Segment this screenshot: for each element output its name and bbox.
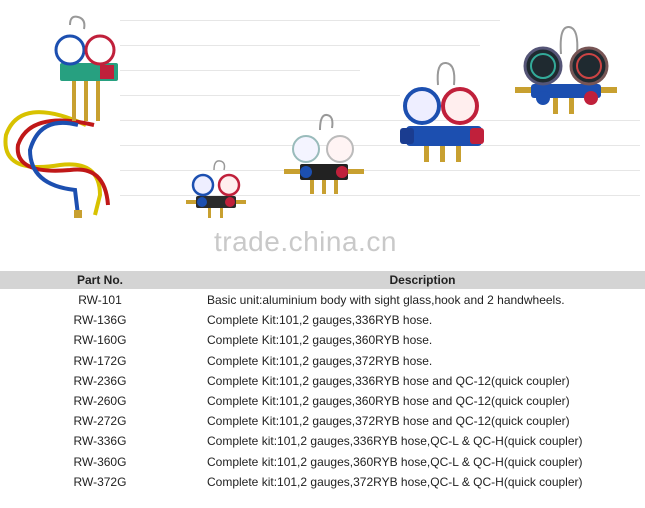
parts-table: RW-101 Basic unit:aluminium body with si… [0, 291, 645, 493]
table-header: Part No. Description [0, 271, 645, 289]
background-stripe [120, 120, 640, 121]
part-number: RW-172G [73, 353, 127, 368]
background-stripe [120, 195, 640, 196]
part-description: Complete kit:101,2 gauges,360RYB hose,QC… [207, 454, 583, 469]
part-number: RW-336G [73, 434, 127, 449]
table-row: RW-372G Complete kit:101,2 gauges,372RYB… [0, 473, 645, 493]
background-stripe [120, 170, 640, 171]
table-row: RW-272G Complete Kit:101,2 gauges,372RYB… [0, 412, 645, 432]
part-description: Complete Kit:101,2 gauges,372RYB hose. [207, 353, 433, 368]
part-number: RW-136G [73, 313, 127, 328]
background-stripe [120, 20, 500, 21]
part-number: RW-372G [73, 474, 127, 489]
table-row: RW-172G Complete Kit:101,2 gauges,372RYB… [0, 352, 645, 372]
part-description: Complete Kit:101,2 gauges,360RYB hose. [207, 333, 433, 348]
table-row: RW-101 Basic unit:aluminium body with si… [0, 291, 645, 311]
background-stripe [120, 95, 400, 96]
table-row: RW-260G Complete Kit:101,2 gauges,360RYB… [0, 392, 645, 412]
part-description: Complete kit:101,2 gauges,336RYB hose,QC… [207, 434, 583, 449]
part-number: RW-236G [73, 373, 127, 388]
table-row: RW-160G Complete Kit:101,2 gauges,360RYB… [0, 331, 645, 351]
part-description: Complete kit:101,2 gauges,372RYB hose,QC… [207, 474, 583, 489]
background-stripe [120, 145, 640, 146]
part-description: Complete Kit:101,2 gauges,372RYB hose an… [207, 414, 570, 429]
part-number: RW-272G [73, 414, 127, 429]
manifold-gauge-small-image [186, 160, 246, 218]
manifold-gauge-medium-image [284, 113, 364, 194]
background-stripe [120, 70, 360, 71]
part-number: RW-360G [73, 454, 127, 469]
background-stripe [120, 45, 480, 46]
table-row: RW-360G Complete kit:101,2 gauges,360RYB… [0, 453, 645, 473]
part-description: Complete Kit:101,2 gauges,336RYB hose an… [207, 373, 570, 388]
header-part-no: Part No. [76, 273, 123, 287]
part-description: Complete Kit:101,2 gauges,336RYB hose. [207, 313, 433, 328]
part-number: RW-101 [78, 293, 122, 307]
table-row: RW-136G Complete Kit:101,2 gauges,336RYB… [0, 311, 645, 331]
header-description: Description [389, 273, 456, 287]
table-row: RW-236G Complete Kit:101,2 gauges,336RYB… [0, 372, 645, 392]
manifold-gauge-large-image [400, 61, 484, 162]
part-number: RW-160G [73, 333, 127, 348]
watermark-text: trade.china.cn [214, 226, 397, 257]
part-description: Basic unit:aluminium body with sight gla… [207, 293, 565, 307]
table-row: RW-336G Complete kit:101,2 gauges,336RYB… [0, 432, 645, 452]
part-number: RW-260G [73, 393, 127, 408]
manifold-gauge-with-hoses-image [3, 15, 118, 218]
product-photo-area: trade.china.cn [3, 15, 640, 257]
manifold-gauge-dark-image [515, 26, 617, 114]
part-description: Complete Kit:101,2 gauges,360RYB hose an… [207, 393, 570, 408]
